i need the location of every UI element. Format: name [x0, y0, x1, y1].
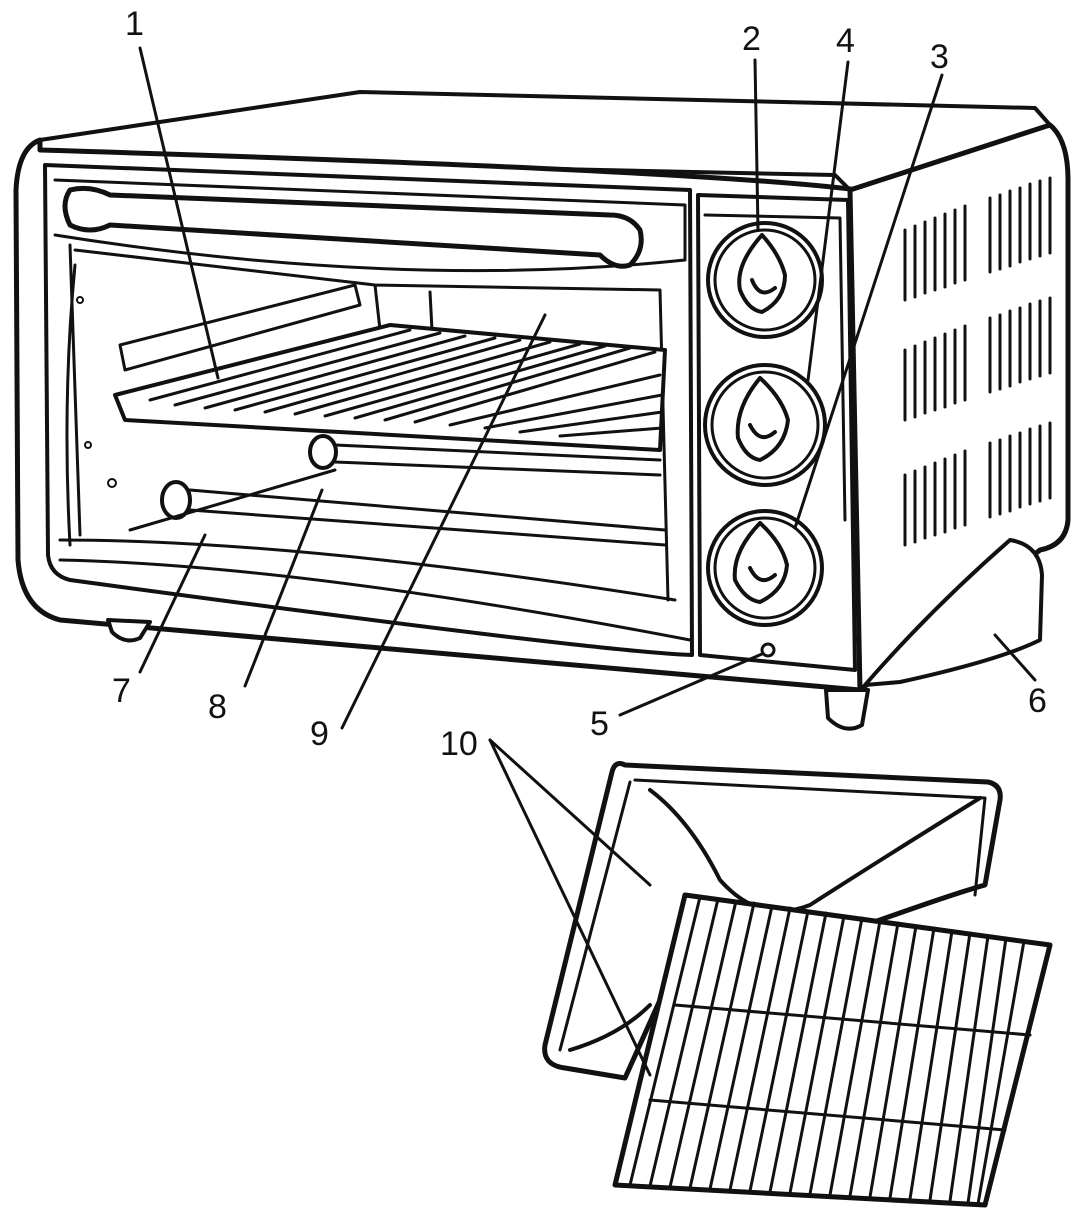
- callout-label-7: 7: [112, 672, 131, 710]
- bake-pan-corner: [568, 1003, 652, 1052]
- leader-lines: [138, 46, 1037, 1077]
- timer-knob: [706, 509, 824, 627]
- leader-10a: [488, 738, 652, 887]
- bake-pan-rim: [558, 778, 987, 1052]
- leader-9: [340, 313, 547, 730]
- leader-8: [243, 488, 324, 688]
- leader-10b: [488, 738, 652, 1077]
- leader-1: [138, 46, 220, 380]
- vent-row-top: [903, 176, 1052, 302]
- interior-back-wall: [73, 248, 670, 602]
- wall-rivet: [76, 296, 84, 304]
- wall-rivet: [84, 441, 92, 449]
- leader-7: [138, 533, 207, 674]
- bake-pan-and-broil-rack: [542, 761, 1053, 1208]
- side-housing-bump: [863, 538, 1044, 687]
- lower-heating-elements: [128, 434, 667, 547]
- temperature-knob: [706, 221, 824, 339]
- interior-left-wall: [65, 243, 82, 547]
- toaster-oven: [13, 90, 1071, 731]
- function-knob: [703, 363, 827, 487]
- side-vent-slots: [903, 176, 1052, 547]
- callout-label-3: 3: [930, 38, 949, 76]
- callout-label-8: 8: [208, 688, 227, 726]
- callout-label-5: 5: [590, 705, 609, 743]
- broil-rack-wires: [613, 895, 1032, 1207]
- control-panel-inner-trim: [703, 213, 847, 522]
- callout-label-2: 2: [742, 20, 761, 58]
- leader-6: [993, 633, 1037, 682]
- callout-label-10: 10: [440, 725, 478, 763]
- power-indicator-light: [760, 642, 776, 658]
- leader-4: [806, 60, 850, 382]
- oven-foot-right: [824, 688, 870, 731]
- upper-heating-plate: [118, 283, 362, 372]
- vent-row-bottom: [903, 421, 1052, 547]
- oven-floor: [58, 538, 692, 642]
- wire-rack: [113, 323, 667, 452]
- callout-labels: 1 2 3 4 5 6 7 8 9 10: [112, 5, 1047, 763]
- callout-label-9: 9: [310, 715, 329, 753]
- oven-foot-left: [106, 618, 152, 643]
- leader-3: [793, 73, 944, 530]
- leader-5: [618, 652, 764, 717]
- leader-2: [753, 58, 760, 232]
- callout-label-4: 4: [836, 22, 855, 60]
- wall-rivet: [107, 478, 117, 488]
- vent-row-middle: [903, 296, 1052, 422]
- callout-label-6: 6: [1028, 682, 1047, 720]
- callout-label-1: 1: [125, 5, 144, 43]
- door-top-trim: [53, 178, 687, 273]
